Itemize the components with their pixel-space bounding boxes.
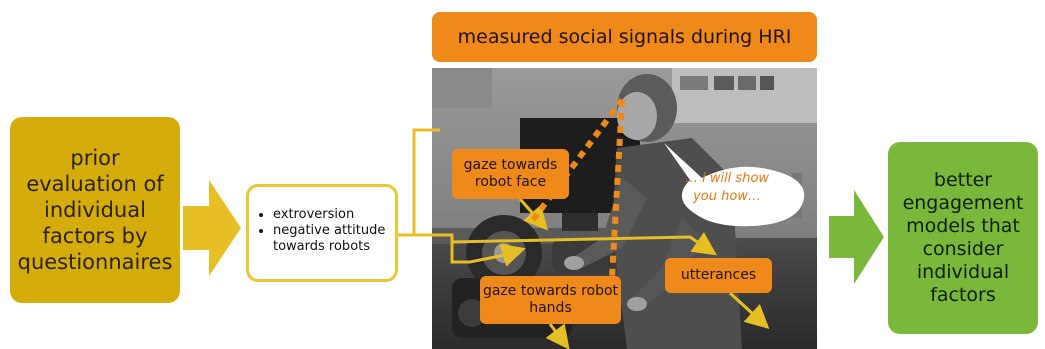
arrow-right-yellow-icon <box>183 180 241 276</box>
prior-evaluation-box: prior evaluation of individual factors b… <box>10 117 180 303</box>
factor-extroversion: extroversion <box>273 207 389 223</box>
factor-negative-attitude: negative attitude towards robots <box>273 223 389 255</box>
engagement-models-text: better engagement models that consider i… <box>902 169 1024 306</box>
speech-bubble-text: … i will show you how… <box>684 171 770 204</box>
gaze-face-text: gaze towards robot face <box>463 157 558 190</box>
utterances-label: utterances <box>665 258 772 293</box>
individual-factors-box: extroversion negative attitude towards r… <box>246 184 398 282</box>
utterances-text: utterances <box>680 267 757 283</box>
engagement-models-box: better engagement models that consider i… <box>888 142 1038 334</box>
prior-evaluation-text: prior evaluation of individual factors b… <box>17 146 173 274</box>
gaze-hands-text: gaze towards robot hands <box>482 283 619 316</box>
gaze-face-label: gaze towards robot face <box>452 149 569 199</box>
title-text: measured social signals during HRI <box>457 26 792 48</box>
title-banner: measured social signals during HRI <box>432 12 817 62</box>
gaze-hands-label: gaze towards robot hands <box>480 276 621 324</box>
arrow-right-green-icon <box>829 190 884 284</box>
